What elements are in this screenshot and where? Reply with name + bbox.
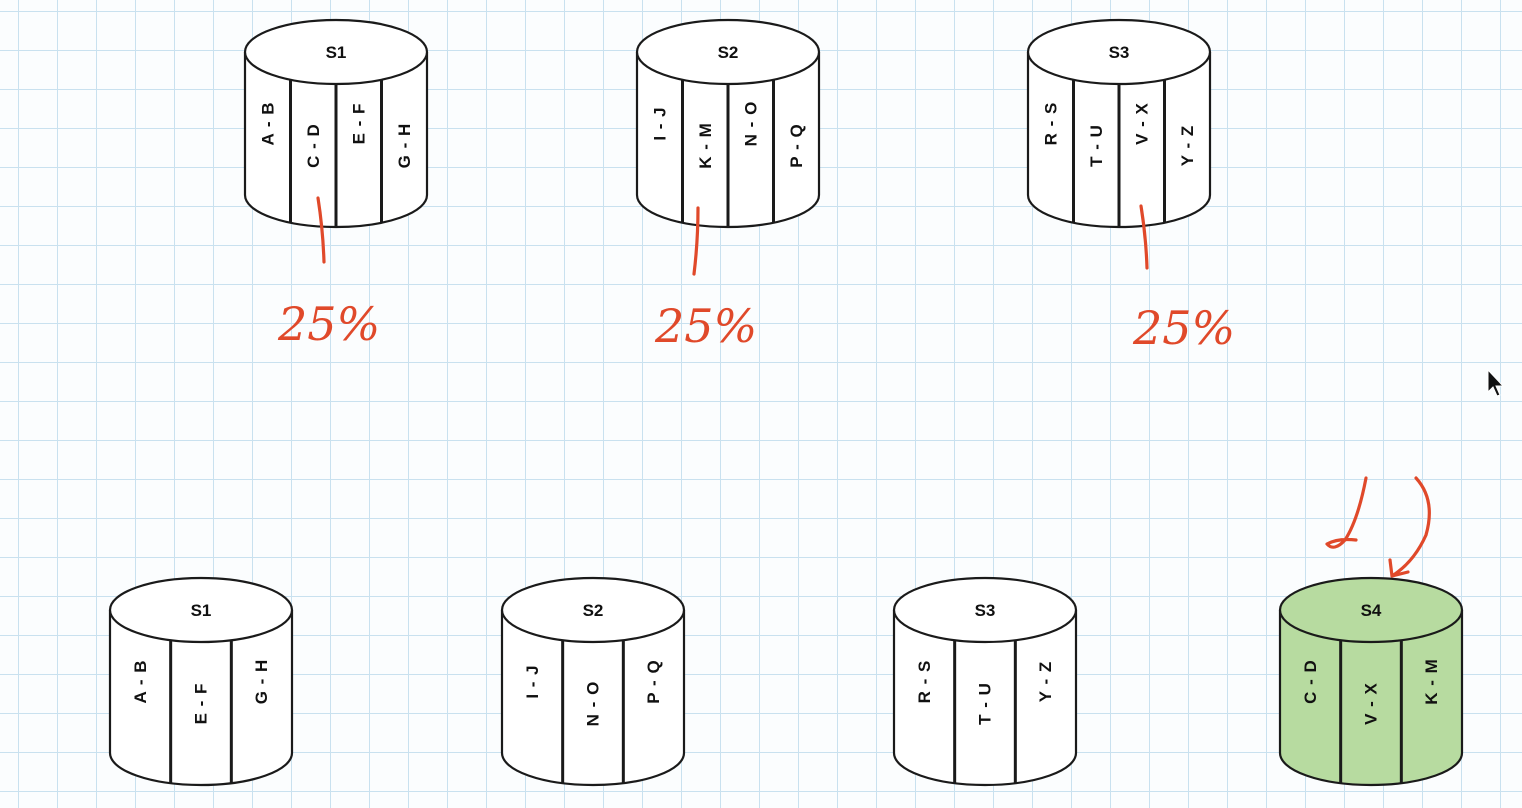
key-range-label: I - J	[650, 106, 669, 140]
key-range-label: T - U	[1087, 124, 1106, 167]
key-range-label: N - O	[741, 101, 760, 147]
key-range-label: G - H	[252, 659, 271, 705]
key-range-label: C - D	[1301, 659, 1320, 704]
key-range-label: R - S	[915, 660, 934, 704]
key-range-label: V - X	[1362, 682, 1381, 725]
key-range-label: K - M	[1422, 658, 1441, 705]
key-range-label: Y - Z	[1036, 661, 1055, 703]
server-name: S3	[1109, 43, 1130, 62]
server-cylinder-s1-before: S1 A - B C - D E - F G - H	[243, 18, 429, 229]
cylinder-top	[243, 18, 429, 86]
key-range-label: P - Q	[787, 123, 806, 167]
cylinder-top	[1026, 18, 1212, 86]
ink-tick-mark	[1139, 204, 1149, 270]
key-range-label: N - O	[584, 681, 603, 727]
ink-arrow-left	[1325, 476, 1368, 549]
key-range-label: G - H	[395, 123, 414, 169]
server-cylinder-s4-after: S4 C - D V - X K - M	[1278, 576, 1464, 787]
server-cylinder-s1-after: S1 A - B E - F G - H	[108, 576, 294, 787]
server-cylinder-s3-before: S3 R - S T - U V - X Y - Z	[1026, 18, 1212, 229]
key-range-label: V - X	[1132, 102, 1151, 145]
ink-tick-mark	[692, 206, 700, 276]
key-range-label: E - F	[192, 683, 211, 725]
cylinder-top	[892, 576, 1078, 644]
key-range-label: E - F	[349, 103, 368, 145]
server-name: S1	[191, 601, 212, 620]
percent-annotation: 25%	[654, 299, 757, 353]
server-name: S2	[583, 601, 604, 620]
cylinder-body	[892, 610, 1078, 787]
server-name: S3	[975, 601, 996, 620]
key-range-label: A - B	[258, 101, 277, 145]
cylinder-top	[108, 576, 294, 644]
key-range-label: I - J	[523, 664, 542, 698]
server-cylinder-s2-before: S2 I - J K - M N - O P - Q	[635, 18, 821, 229]
key-range-label: R - S	[1041, 102, 1060, 146]
ink-tick-mark	[316, 196, 326, 264]
server-name: S1	[326, 43, 347, 62]
ink-arrow-right	[1388, 476, 1431, 578]
cylinder-top	[635, 18, 821, 86]
cylinder-body	[500, 610, 686, 787]
key-range-label: T - U	[976, 682, 995, 725]
key-range-label: C - D	[304, 123, 323, 168]
key-range-label: P - Q	[644, 659, 663, 703]
key-range-label: K - M	[696, 122, 715, 169]
cylinder-top	[500, 576, 686, 644]
server-cylinder-s3-after: S3 R - S T - U Y - Z	[892, 576, 1078, 787]
arrow-cursor-icon	[1487, 368, 1505, 397]
cylinder-top	[1278, 576, 1464, 644]
key-range-label: A - B	[131, 659, 150, 703]
key-range-label: Y - Z	[1178, 125, 1197, 167]
cylinder-body	[108, 610, 294, 787]
server-name: S2	[718, 43, 739, 62]
server-name: S4	[1361, 601, 1382, 620]
server-cylinder-s2-after: S2 I - J N - O P - Q	[500, 576, 686, 787]
handwritten-annotations: 25% 25% 25%	[277, 196, 1431, 578]
percent-annotation: 25%	[1132, 301, 1235, 355]
cylinder-body	[1278, 610, 1464, 787]
percent-annotation: 25%	[277, 297, 380, 351]
